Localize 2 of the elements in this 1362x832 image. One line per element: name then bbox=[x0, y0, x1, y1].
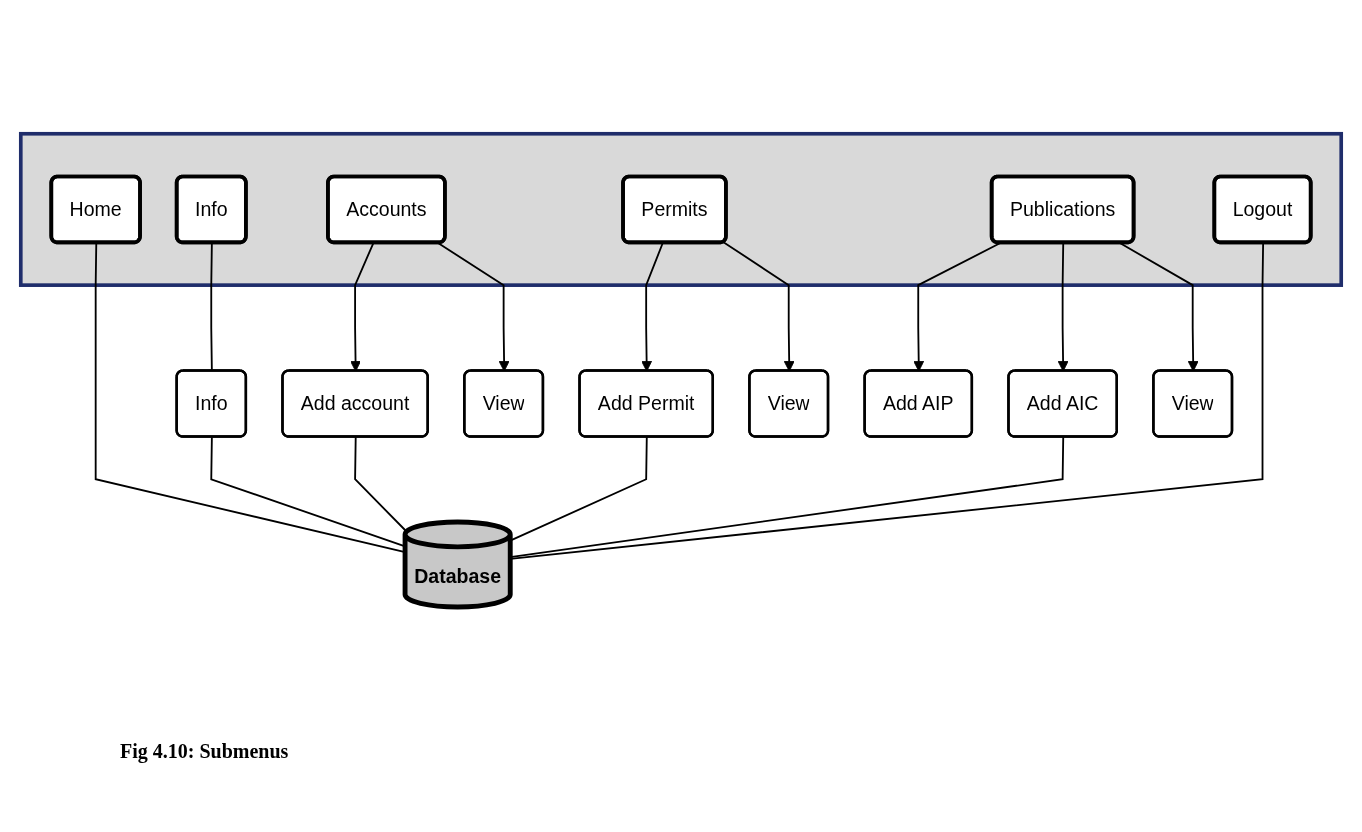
cluster bbox=[18, 131, 1344, 287]
figure-caption: Fig 4.10: Submenus bbox=[120, 740, 289, 763]
